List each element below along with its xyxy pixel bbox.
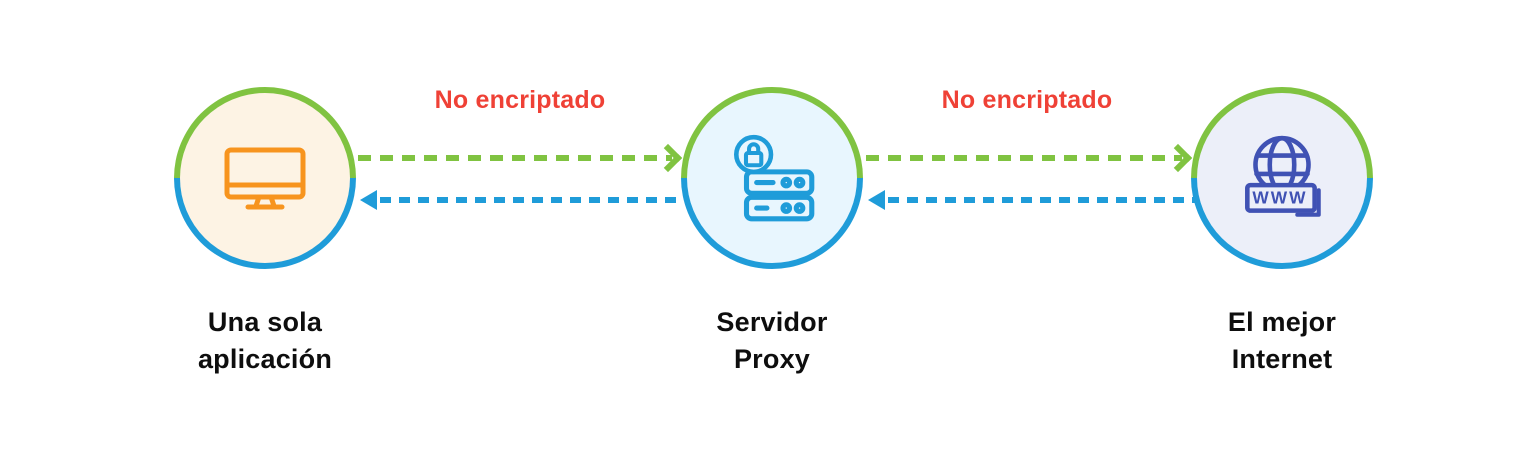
arrow-left-blue-2: [868, 189, 1196, 211]
node-label-internet: El mejor Internet: [1122, 304, 1442, 378]
dashed-line-blue: [380, 197, 684, 203]
node-label-proxy-line2: Proxy: [733, 344, 811, 374]
node-circle-proxy-fill: [687, 93, 857, 263]
arrowhead-left-icon: [360, 190, 377, 210]
arrowhead-right-icon: [653, 143, 683, 173]
node-label-app-line1: Una sola: [207, 307, 323, 337]
node-circle-app: [174, 87, 356, 269]
monitor-icon: [224, 147, 306, 210]
node-circle-proxy: [681, 87, 863, 269]
proxy-server-lock-icon: [734, 134, 815, 222]
node-label-app: Una sola aplicación: [105, 304, 425, 378]
arrowhead-right-icon: [1163, 143, 1193, 173]
node-label-internet-line2: Internet: [1231, 344, 1333, 374]
arrowhead-left-icon: [868, 190, 885, 210]
dashed-line-green: [358, 155, 672, 161]
dashed-line-green: [866, 155, 1182, 161]
node-label-proxy-line1: Servidor: [716, 307, 828, 337]
link-label-unencrypted-2: No encriptado: [941, 86, 1113, 114]
node-circle-internet: WWW: [1191, 87, 1373, 269]
node-label-internet-line1: El mejor: [1227, 307, 1337, 337]
node-label-proxy: Servidor Proxy: [612, 304, 932, 378]
dashed-line-blue: [888, 197, 1196, 203]
node-label-app-line2: aplicación: [197, 344, 333, 374]
arrow-right-green-1: [358, 143, 683, 173]
www-text: WWW: [1252, 188, 1307, 208]
arrow-left-blue-1: [360, 189, 684, 211]
arrow-right-green-2: [866, 143, 1193, 173]
link-label-unencrypted-1: No encriptado: [434, 86, 606, 114]
node-circle-internet-fill: WWW: [1197, 93, 1367, 263]
globe-www-icon: WWW: [1245, 135, 1321, 217]
node-circle-app-fill: [180, 93, 350, 263]
